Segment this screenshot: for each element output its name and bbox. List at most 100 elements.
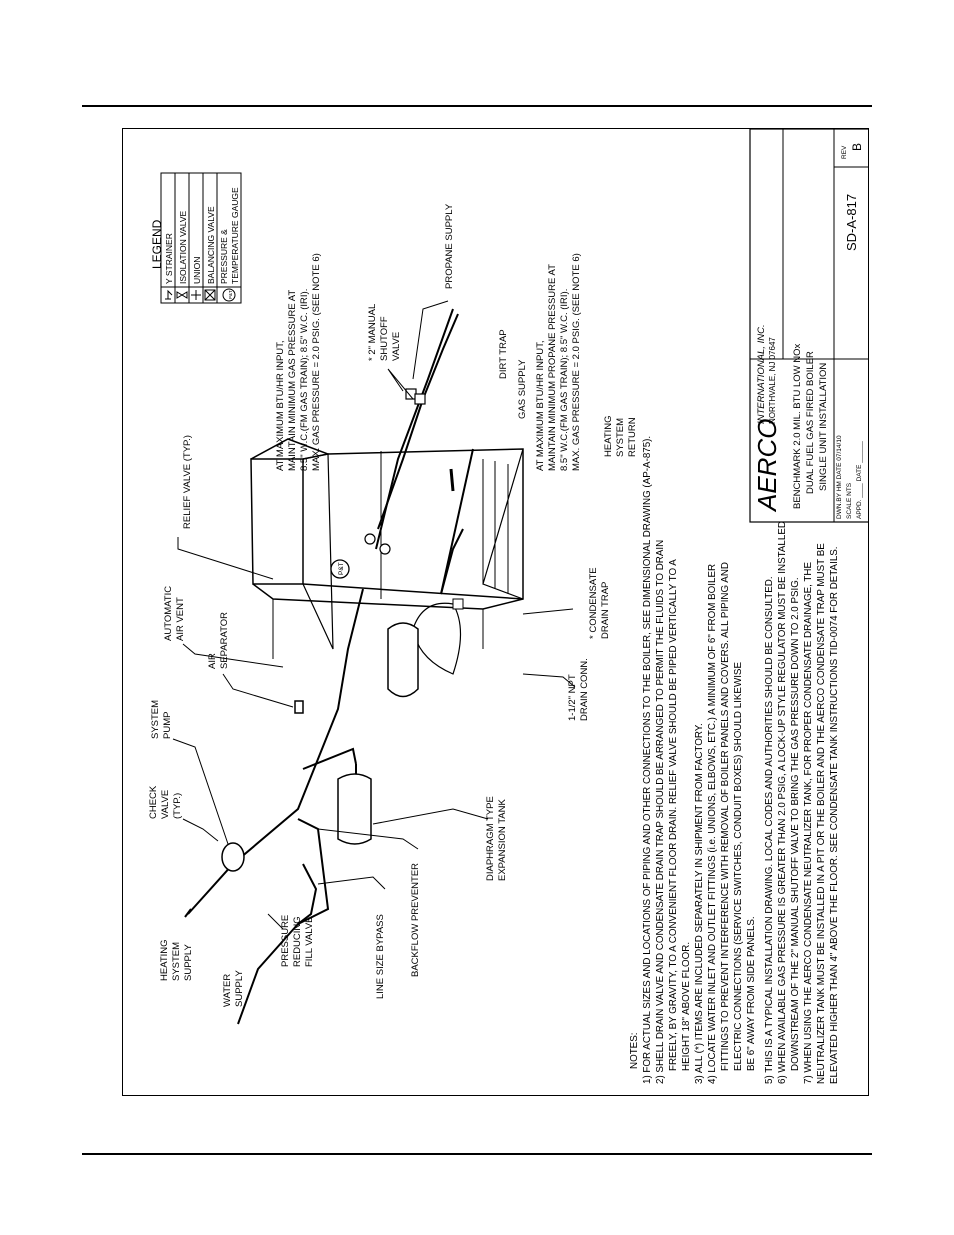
drawing-frame: AERCO INTERNATIONAL, INC. NORTHVALE, NJ … <box>122 128 869 1096</box>
label-dirt-trap: DIRT TRAP <box>498 329 509 379</box>
note-line: 5) THIS IS A TYPICAL INSTALLATION DRAWIN… <box>764 576 775 1084</box>
notes: NOTES: 1) FOR ACTUAL SIZES AND LOCATIONS… <box>629 436 840 1084</box>
label-text: SEPARATOR <box>219 612 230 669</box>
installation-drawing: AERCO INTERNATIONAL, INC. NORTHVALE, NJ … <box>148 129 868 1084</box>
legend-gauge-symbol: P&T <box>228 290 233 299</box>
drawn-by: DWN.BY HM DATE 07/14/10 <box>836 435 843 519</box>
label-text: REDUCING <box>292 916 303 967</box>
label-backflow-preventer: BACKFLOW PREVENTER <box>317 828 421 977</box>
footer-rule <box>82 1153 872 1155</box>
label-pressure-reducing-valve: PRESSURE REDUCING FILL VALVE <box>267 913 315 967</box>
water-supply-pipe <box>237 818 330 1025</box>
header-rule <box>82 105 872 107</box>
label-text: DIRT TRAP <box>498 329 509 379</box>
propane-note-line-2: MAINTAIN MINIMUM PROPANE PRESSURE AT <box>547 264 558 471</box>
gas-note-line-3: 8.5" W.C.(FM GAS TRAIN); 8.5" W.C. (IRI)… <box>299 289 310 471</box>
note-line: 4) LOCATE WATER INLET AND OUTLET FITTING… <box>707 564 718 1084</box>
label-text: DRAIN TRAP <box>600 582 611 639</box>
label-drain-connection: 1-1/2" NPT DRAIN CONN. <box>522 658 590 721</box>
gas-note-line-4: MAX. GAS PRESSURE = 2.0 PSIG. (SEE NOTE … <box>311 253 322 471</box>
legend: LEGEND P&T Y STRAINER ISOLATION VALVE UN… <box>150 172 242 304</box>
label-propane-supply: PROPANE SUPPLY <box>412 203 455 380</box>
label-check-valve: CHECK VALVE (TYP.) <box>148 785 219 842</box>
label-heating-system-supply: HEATING SYSTEM SUPPLY <box>159 939 194 981</box>
label-text: * CONDENSATE <box>588 567 599 639</box>
label-text: PUMP <box>162 712 173 739</box>
label-text: CHECK <box>148 785 159 819</box>
label-text: RELIEF VALVE (TYP.) <box>182 435 193 529</box>
company-sub1: INTERNATIONAL, INC. <box>756 324 767 424</box>
approved: APPD. ____ DATE ______ <box>856 441 863 519</box>
label-line-size-bypass: LINE SIZE BYPASS <box>317 876 386 999</box>
label-text: AUTOMATIC <box>163 586 174 641</box>
company-name: AERCO <box>752 419 782 513</box>
rev-label: REV <box>841 145 848 159</box>
heating-return-pipe <box>440 448 474 595</box>
legend-item-balancing-valve: BALANCING VALVE <box>206 206 216 284</box>
label-text: DIAPHRAGM TYPE <box>485 796 496 881</box>
legend-item-isolation-valve: ISOLATION VALVE <box>178 210 188 284</box>
legend-item-pressure: PRESSURE & <box>219 229 229 284</box>
label-automatic-air-vent: AUTOMATIC AIR VENT <box>163 586 284 668</box>
note-line: 6) WHEN AVAILABLE GAS PRESSURE IS GREATE… <box>777 521 788 1084</box>
label-text: 1-1/2" NPT <box>567 674 578 721</box>
note-line: ELEVATED HIGHER THAN 4" ABOVE THE FLOOR.… <box>829 546 840 1084</box>
label-text: * 2" MANUAL <box>367 304 378 361</box>
y-strainer-icon <box>165 289 173 300</box>
label-text: VALVE <box>160 790 171 819</box>
note-line: FREELY, BY GRAVITY, TO A CONVENIENT FLOO… <box>668 559 679 1071</box>
label-text: SUPPLY <box>234 970 245 1007</box>
label-text: HEATING <box>159 939 170 981</box>
label-text: AIR <box>207 653 218 669</box>
note-line: 3) ALL (*) ITEMS ARE INCLUDED SEPARATELY… <box>694 723 705 1084</box>
label-text: VALVE <box>391 332 402 361</box>
expansion-tank <box>337 773 372 845</box>
scale: SCALE NTS <box>846 482 853 519</box>
note-line: DOWNSTREAM OF THE 2" MANUAL SHUTOFF VALV… <box>790 577 801 1071</box>
label-gas-supply: GAS SUPPLY <box>517 359 528 419</box>
air-separator <box>294 700 304 714</box>
label-text: WATER <box>222 974 233 1007</box>
propane-note-line-4: MAX. GAS PRESSURE = 2.0 PSIG. (SEE NOTE … <box>571 253 582 471</box>
propane-pressure-note: AT MAXIMUM BTU/HR INPUT, MAINTAIN MINIMU… <box>535 253 582 471</box>
isolation-valve-icon <box>176 291 188 299</box>
legend-item-union: UNION <box>192 257 202 284</box>
label-condensate-trap: * CONDENSATE DRAIN TRAP <box>522 567 611 639</box>
note-line: 7) WHEN USING THE AERCO CONDENSATE NEUTR… <box>803 562 814 1084</box>
label-text: (TYP.) <box>172 793 183 819</box>
legend-title: LEGEND <box>150 219 164 269</box>
system-pump <box>221 842 245 872</box>
propane-note-line-3: 8.5" W.C.(FM GAS TRAIN); 8.5" W.C. (IRI)… <box>559 289 570 471</box>
label-manual-shutoff-valve: * 2" MANUAL SHUTOFF VALVE <box>367 304 414 400</box>
heating-system-supply-pipe <box>184 588 364 918</box>
label-system-pump: SYSTEM PUMP <box>150 700 229 845</box>
notes-heading: NOTES: <box>629 1033 640 1069</box>
label-air-separator: AIR SEPARATOR <box>207 612 294 708</box>
gas-pressure-note: AT MAXIMUM BTU/HR INPUT, MAINTAIN MINIMU… <box>275 253 322 471</box>
drawing-number: SD-A-817 <box>844 194 859 251</box>
note-line: NEUTRALIZER TANK MUST BE INSTALLED IN A … <box>816 543 827 1084</box>
label-text: RETURN <box>627 417 638 457</box>
legend-item-temperature-gauge: TEMPERATURE GAUGE <box>230 187 240 284</box>
label-text: SYSTEM <box>615 418 626 457</box>
label-text: FILL VALVE <box>304 916 315 967</box>
label-text: AIR VENT <box>175 597 186 641</box>
balancing-valve-icon <box>204 289 216 301</box>
label-text: SUPPLY <box>183 944 194 981</box>
label-water-supply: WATER SUPPLY <box>222 970 245 1007</box>
boiler-unit <box>250 438 524 659</box>
propane-note-line-1: AT MAXIMUM BTU/HR INPUT, <box>535 340 546 471</box>
propane-supply-pipe <box>375 308 454 550</box>
note-line: 1) FOR ACTUAL SIZES AND LOCATIONS OF PIP… <box>642 436 653 1084</box>
title-block: AERCO INTERNATIONAL, INC. NORTHVALE, NJ … <box>749 129 868 523</box>
label-text: BACKFLOW PREVENTER <box>410 863 421 977</box>
union-icon <box>191 290 201 300</box>
label-text: SHUTOFF <box>379 316 390 361</box>
rev-value: B <box>850 143 864 151</box>
label-text: LINE SIZE BYPASS <box>375 914 386 999</box>
note-line: BE 6" AWAY FROM SIDE PANELS. <box>746 916 757 1071</box>
label-text: GAS SUPPLY <box>517 359 528 419</box>
label-heating-system-return: HEATING SYSTEM RETURN <box>603 415 638 457</box>
gauge-icon: P&T <box>222 288 236 302</box>
pt-gauge: P&T <box>330 559 350 579</box>
